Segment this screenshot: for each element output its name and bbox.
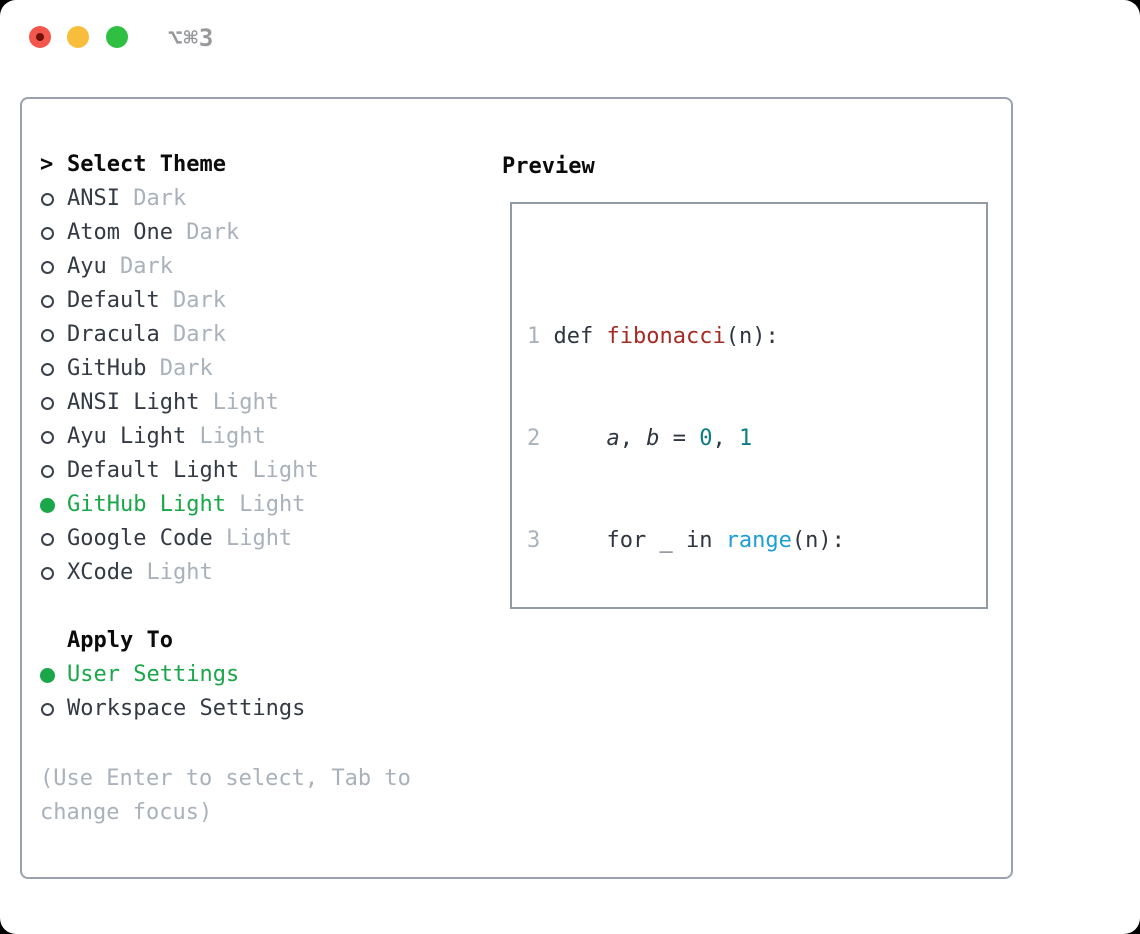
theme-option-ayu-dark[interactable]: Ayu Dark bbox=[40, 250, 470, 284]
radio-icon bbox=[40, 328, 67, 342]
radio-icon bbox=[40, 566, 67, 580]
radio-icon bbox=[40, 396, 67, 410]
title-bar: ⌥⌘3 bbox=[0, 0, 1140, 72]
zoom-button[interactable] bbox=[106, 26, 128, 48]
theme-option-default-light[interactable]: Default Light Light bbox=[40, 454, 470, 488]
theme-option-ansi-light[interactable]: ANSI Light Light bbox=[40, 386, 470, 420]
preview-title: Preview bbox=[502, 154, 595, 179]
radio-icon bbox=[40, 226, 67, 240]
code-line: 1 def fibonacci(n): bbox=[527, 324, 779, 349]
help-text: (Use Enter to select, Tab to change focu… bbox=[40, 766, 411, 825]
apply-to-title: Apply To bbox=[67, 628, 173, 653]
theme-option-ayu-light[interactable]: Ayu Light Light bbox=[40, 420, 470, 454]
radio-icon bbox=[40, 362, 67, 376]
radio-selected-icon bbox=[40, 497, 67, 513]
window-title: ⌥⌘3 bbox=[168, 24, 215, 52]
radio-icon bbox=[40, 430, 67, 444]
theme-option-github-light[interactable]: GitHub Light Light bbox=[40, 488, 470, 522]
radio-icon bbox=[40, 260, 67, 274]
theme-option-google-code-light[interactable]: Google Code Light bbox=[40, 522, 470, 556]
theme-option-atom-one-dark[interactable]: Atom One Dark bbox=[40, 216, 470, 250]
apply-option-workspace-settings[interactable]: Workspace Settings bbox=[40, 692, 470, 726]
theme-option-default-dark[interactable]: Default Dark bbox=[40, 284, 470, 318]
theme-option-dracula-dark[interactable]: Dracula Dark bbox=[40, 318, 470, 352]
radio-icon bbox=[40, 192, 67, 206]
theme-option-github-dark[interactable]: GitHub Dark bbox=[40, 352, 470, 386]
minimize-button[interactable] bbox=[67, 26, 89, 48]
code-line: 2 a, b = 0, 1 bbox=[527, 426, 753, 451]
radio-icon bbox=[40, 702, 67, 716]
code-line: 3 for _ in range(n): bbox=[527, 528, 845, 553]
select-theme-header: > Select Theme bbox=[40, 148, 470, 182]
code-preview: 1 def fibonacci(n): 2 a, b = 0, 1 3 for … bbox=[512, 204, 986, 607]
theme-option-ansi-dark[interactable]: ANSI Dark bbox=[40, 182, 470, 216]
preview-pane: 1 def fibonacci(n): 2 a, b = 0, 1 3 for … bbox=[510, 202, 988, 609]
theme-picker-panel: > Select Theme ANSI Dark Atom One Dark Ay… bbox=[20, 97, 1013, 879]
radio-icon bbox=[40, 532, 67, 546]
radio-selected-icon bbox=[40, 667, 67, 683]
apply-to-header: Apply To bbox=[40, 624, 470, 658]
prompt-icon: > bbox=[40, 152, 54, 177]
close-button[interactable] bbox=[29, 26, 51, 48]
radio-icon bbox=[40, 294, 67, 308]
theme-option-xcode-light[interactable]: XCode Light bbox=[40, 556, 470, 590]
select-theme-title: Select Theme bbox=[67, 152, 226, 177]
theme-list: > Select Theme ANSI Dark Atom One Dark Ay… bbox=[40, 148, 470, 726]
radio-icon bbox=[40, 464, 67, 478]
apply-option-user-settings[interactable]: User Settings bbox=[40, 658, 470, 692]
